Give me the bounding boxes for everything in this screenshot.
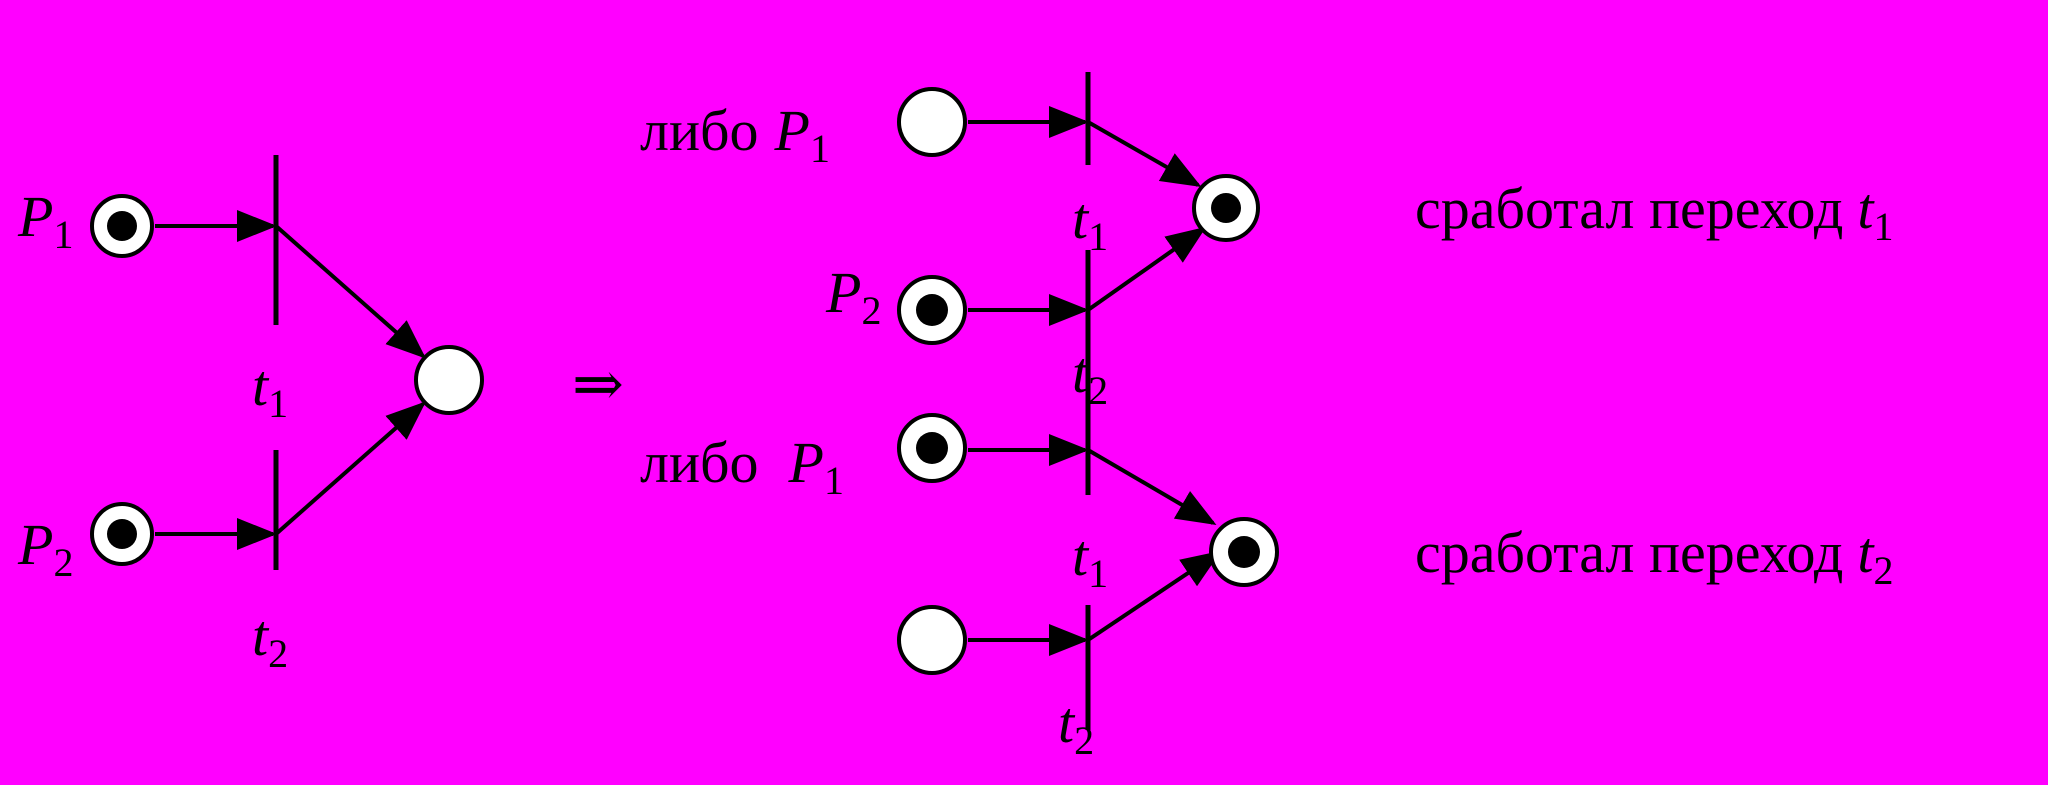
token-p1 (107, 211, 137, 241)
arc-t2-out (1086, 550, 1222, 642)
arc-t1-out (274, 224, 426, 359)
place-p1 (897, 87, 967, 157)
label-t1: t1 (252, 353, 288, 426)
label-t2: t2 (1058, 690, 1094, 763)
label-t1: t1 (1072, 186, 1108, 259)
label-t1: t1 (1072, 523, 1108, 596)
label-t2: t2 (1072, 340, 1108, 413)
initial-net: P1 t1 P2 t2 (17, 155, 484, 676)
label-p2: P2 (17, 512, 73, 585)
place-p2 (897, 605, 967, 675)
token-p1 (916, 432, 948, 464)
label-t2: t2 (252, 603, 288, 676)
token-output (1211, 193, 1241, 223)
arc-t1-out (1086, 448, 1217, 526)
place-output (414, 345, 484, 415)
token-p2 (107, 519, 137, 549)
token-output (1228, 536, 1260, 568)
arc-t1-out (1087, 120, 1202, 187)
label-p1: P1 (17, 184, 73, 257)
implies-symbol: ⇒ (572, 351, 624, 419)
label-p2: P2 (825, 260, 881, 333)
token-p2 (916, 294, 948, 326)
arc-t2-out (1086, 226, 1207, 312)
arc-t2-out (274, 401, 426, 536)
